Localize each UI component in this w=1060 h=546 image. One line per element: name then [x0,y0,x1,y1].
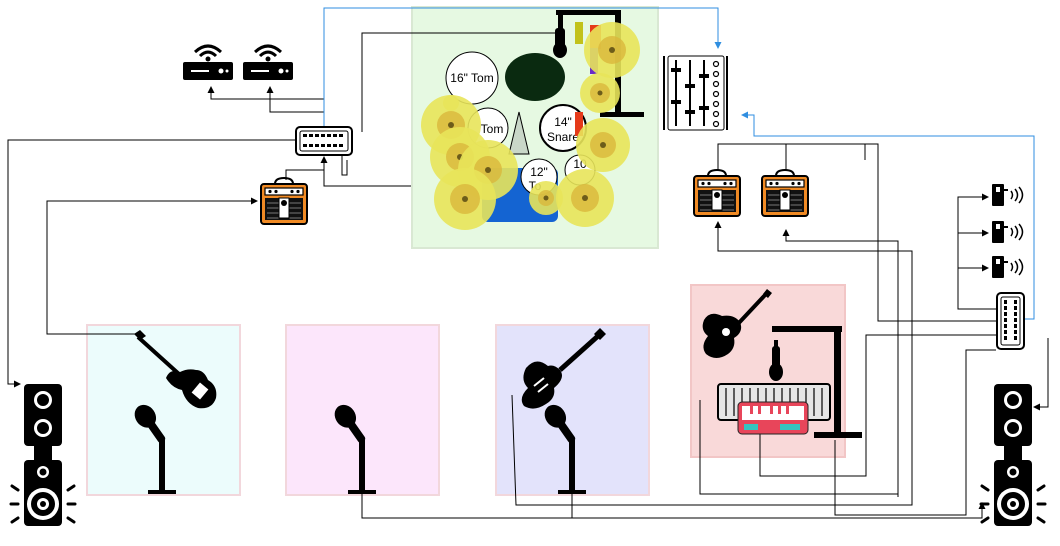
kick-drum [505,53,565,101]
tom-16-label: 16" Tom [450,71,493,85]
snare-label-b: Snare [547,130,579,144]
mixer-icon [663,55,728,131]
cable-guitar-amp1 [511,221,913,506]
drum-kit: 16" Tom Tom 14" Snare 12" To 10 [421,10,644,230]
cable-snake-drums-a [341,156,348,176]
floor-tom-label: Tom [481,122,504,136]
acoustic-guitar-icon [702,289,772,358]
cable-snake-router-1 [207,86,325,128]
cable-drum-mic [361,29,563,132]
electric-guitar-icon [521,328,606,409]
drum-mic [553,28,567,58]
cable-snake-left-speaker [7,139,299,388]
tom-12-label-a: 12" [530,165,548,179]
blue-cables [323,7,1035,320]
wireless-receiver-icon-1 [991,183,1024,207]
cable-stagebox-rx1 [957,193,996,310]
cable-keys-stagebox [759,334,996,477]
cable-vocal-stagebox [361,448,986,519]
snare-label-a: 14" [554,115,572,129]
wifi-router-icon [181,44,235,82]
cymbals [421,22,640,230]
wireless-receiver-icon-3 [991,255,1024,279]
stage-snake-icon [295,126,353,156]
cable-boom-stagebox [834,349,996,516]
cable-keys-amp2 [782,229,899,497]
cable-snake-mixer [323,7,722,128]
cable-bass-amp [46,197,258,335]
wifi-router-icon-2 [241,44,295,82]
guitar-amp-icon-bass [260,177,308,225]
drum-rack-yellow [575,22,583,44]
bass-guitar-icon [134,330,217,409]
pa-speaker-icon-right [979,382,1047,528]
guitar-amp-icon-1 [693,169,741,217]
cable-amp1-stagebox [717,143,996,322]
cable-acoustic [699,400,898,495]
cable-amp-snake [285,156,328,180]
microphone-stand-icon-vocal [330,400,376,494]
microphone-stand-icon-bass [130,400,176,494]
cable-stagebox-mixer [741,111,1035,320]
synth-keyboard-icon [717,383,831,435]
cable-snake-router-2 [266,86,324,113]
guitar-amp-icon-2 [761,169,809,217]
boom-stand-icon [769,326,862,438]
stage-box-icon [996,292,1025,350]
drum-throne [508,111,530,155]
cable-stagebox-right-speaker [1033,338,1049,411]
pa-speaker-icon-left [9,382,77,528]
microphone-stand-icon-guitar [540,400,586,494]
wireless-receiver-icon-2 [991,220,1024,244]
drum-rack-red-2 [575,112,583,136]
cable-drums-amp [323,170,411,187]
